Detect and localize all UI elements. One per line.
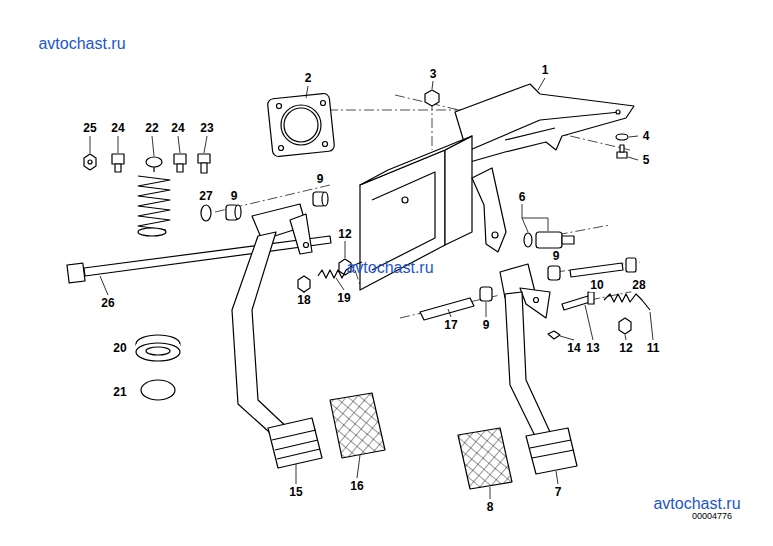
callout-number: 11 (646, 341, 661, 355)
callout-number: 26 (100, 296, 115, 310)
callout-number: 18 (296, 293, 311, 307)
callout-number: 10 (589, 278, 604, 292)
callout-number: 9 (230, 189, 239, 203)
callout-number: 12 (618, 341, 633, 355)
callout-number: 22 (144, 121, 159, 135)
callout-number: 17 (443, 318, 458, 332)
callout-number: 27 (198, 189, 213, 203)
callout-number: 9 (482, 318, 491, 332)
callout-number: 21 (112, 385, 127, 399)
drawing-code: 00004776 (691, 511, 733, 521)
callout-number: 1 (541, 63, 550, 77)
callout-number: 28 (631, 278, 646, 292)
callout-number: 2 (304, 71, 313, 85)
callout-number: 4 (642, 129, 651, 143)
callout-number: 19 (336, 291, 351, 305)
callout-number: 16 (349, 479, 364, 493)
callout-number: 23 (199, 121, 214, 135)
callout-number: 25 (82, 121, 97, 135)
callout-number: 13 (585, 341, 600, 355)
callout-number: 5 (642, 153, 651, 167)
callout-number: 8 (486, 500, 495, 514)
callout-number: 7 (554, 485, 563, 499)
callout-number: 24 (170, 121, 185, 135)
callout-number: 20 (112, 341, 127, 355)
watermark: avtochast.ru (345, 259, 434, 277)
callout-number: 14 (566, 341, 581, 355)
callout-number: 9 (316, 172, 325, 186)
callout-number: 6 (518, 190, 527, 204)
callout-number: 24 (110, 121, 125, 135)
watermark: avtochast.ru (37, 35, 126, 53)
callout-number: 15 (288, 485, 303, 499)
callout-number: 9 (552, 249, 561, 263)
callout-number: 12 (337, 227, 352, 241)
callout-number: 3 (429, 67, 438, 81)
